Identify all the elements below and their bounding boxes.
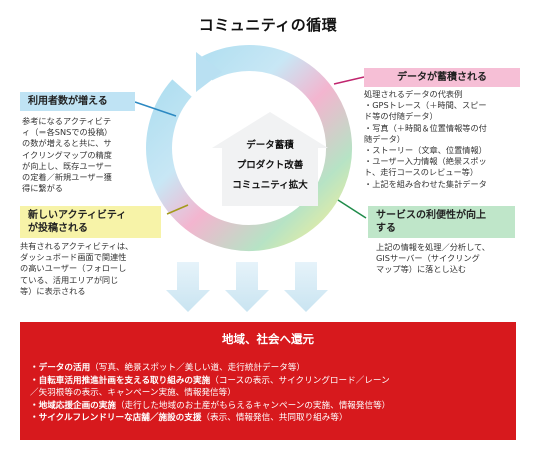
center-house-shape — [212, 112, 328, 206]
society-return-title: 地域、社会へ還元 — [222, 332, 314, 346]
connector-data — [333, 76, 365, 85]
users-desc: 参考になるアクティビテ ィ（＝各SNSでの投稿） の数が増えると共に、サ イクリ… — [22, 116, 113, 194]
list-item: ・地域応援企画の実施（走行した地域のお土産がもらえるキャンペーンの実施、情報発信… — [30, 400, 391, 411]
activity-label: 新しいアクティビティ が投稿される — [20, 206, 161, 238]
center-line-1: データ蓄積 — [246, 140, 294, 151]
center-line-3: コミュニティ拡大 — [232, 180, 308, 191]
list-item: ・データの活用（写真、絶景スポット／美しい道、走行統計データ等） — [30, 363, 306, 373]
activity-desc: 共有されるアクティビティは、 ダッシュボード画面で関連性 の高いユーザー（フォロ… — [20, 241, 134, 296]
center-line-2: プロダクト改善 — [236, 160, 304, 171]
users-label: 利用者数が増える — [20, 92, 135, 111]
list-item: ・サイクルフレンドリーな店舗／施設の支援（表示、情報発信、共同取り組み等） — [30, 413, 348, 424]
list-item: ・自転車活用推進計画を支える取り組みの実施（コースの表示、サイクリングロード／レ… — [30, 375, 390, 386]
connector-users — [134, 101, 177, 117]
service-desc: 上記の情報を処理／分析して、 GISサーバー（サイクリング マップ等）に落とし込… — [376, 242, 490, 275]
service-label: サービスの利便性が向上 する — [368, 206, 515, 238]
diagram-title: コミュニティの循環 — [198, 16, 338, 34]
down-arrow-3 — [284, 262, 328, 312]
data-label: データが蓄積される — [364, 68, 520, 87]
data-desc: 処理されるデータの代表例 ・GPSトレース（＋時間、スピー ド等の付随データ） … — [364, 89, 487, 189]
cycle-ring — [146, 45, 353, 251]
down-arrow-1 — [166, 262, 210, 312]
center-text: データ蓄積 プロダクト改善 コミュニティ拡大 — [210, 137, 330, 191]
connector-service — [337, 199, 367, 219]
down-arrow-2 — [225, 262, 269, 312]
society-return-list: ・データの活用（写真、絶景スポット／美しい道、走行統計データ等） ・自転車活用推… — [30, 362, 390, 425]
list-item: ／矢羽根等の表示、キャンペーン実施、情報発信等） — [30, 388, 236, 399]
society-return-box: 地域、社会へ還元 ・データの活用（写真、絶景スポット／美しい道、走行統計データ等… — [20, 322, 516, 440]
cycle-arrowhead — [196, 52, 222, 92]
connector-activity — [166, 204, 189, 215]
